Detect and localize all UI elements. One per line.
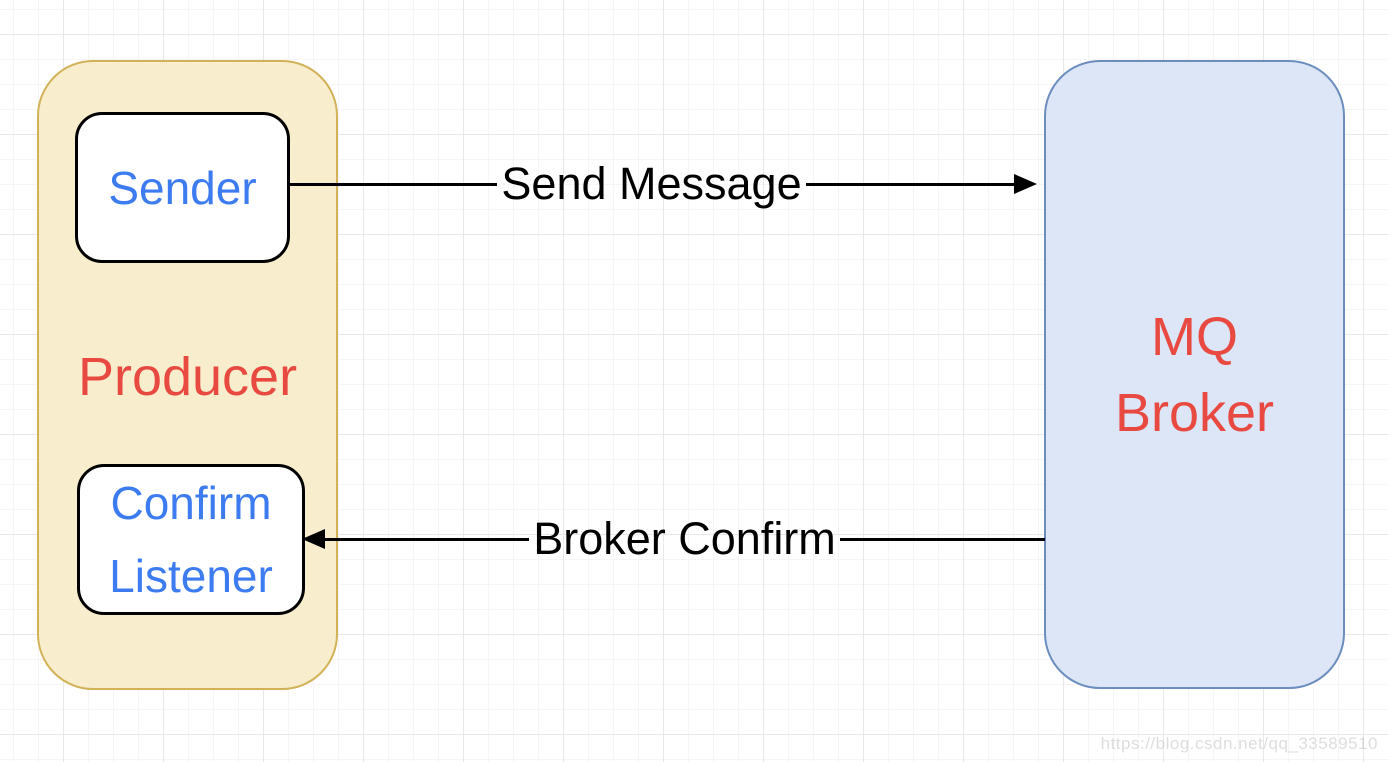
send-message-arrow: Send Message — [288, 154, 1038, 214]
send-message-arrow-label: Send Message — [501, 158, 802, 209]
arrow-line-segment — [288, 182, 498, 186]
broker-confirm-arrow: Broker Confirm — [302, 509, 1046, 569]
arrow-line-segment — [324, 537, 530, 541]
broker-confirm-arrow-label: Broker Confirm — [533, 513, 836, 564]
arrow-line-segment — [839, 537, 1046, 541]
watermark-url: https://blog.csdn.net/qq_33589510 — [1100, 734, 1378, 753]
arrowhead-right-icon — [1014, 174, 1038, 194]
arrowhead-left-icon — [302, 529, 325, 549]
producer-label: Producer — [77, 347, 298, 407]
sender-node: Sender — [75, 112, 290, 263]
sender-label: Sender — [108, 161, 257, 214]
arrow-line-segment — [805, 182, 1016, 186]
